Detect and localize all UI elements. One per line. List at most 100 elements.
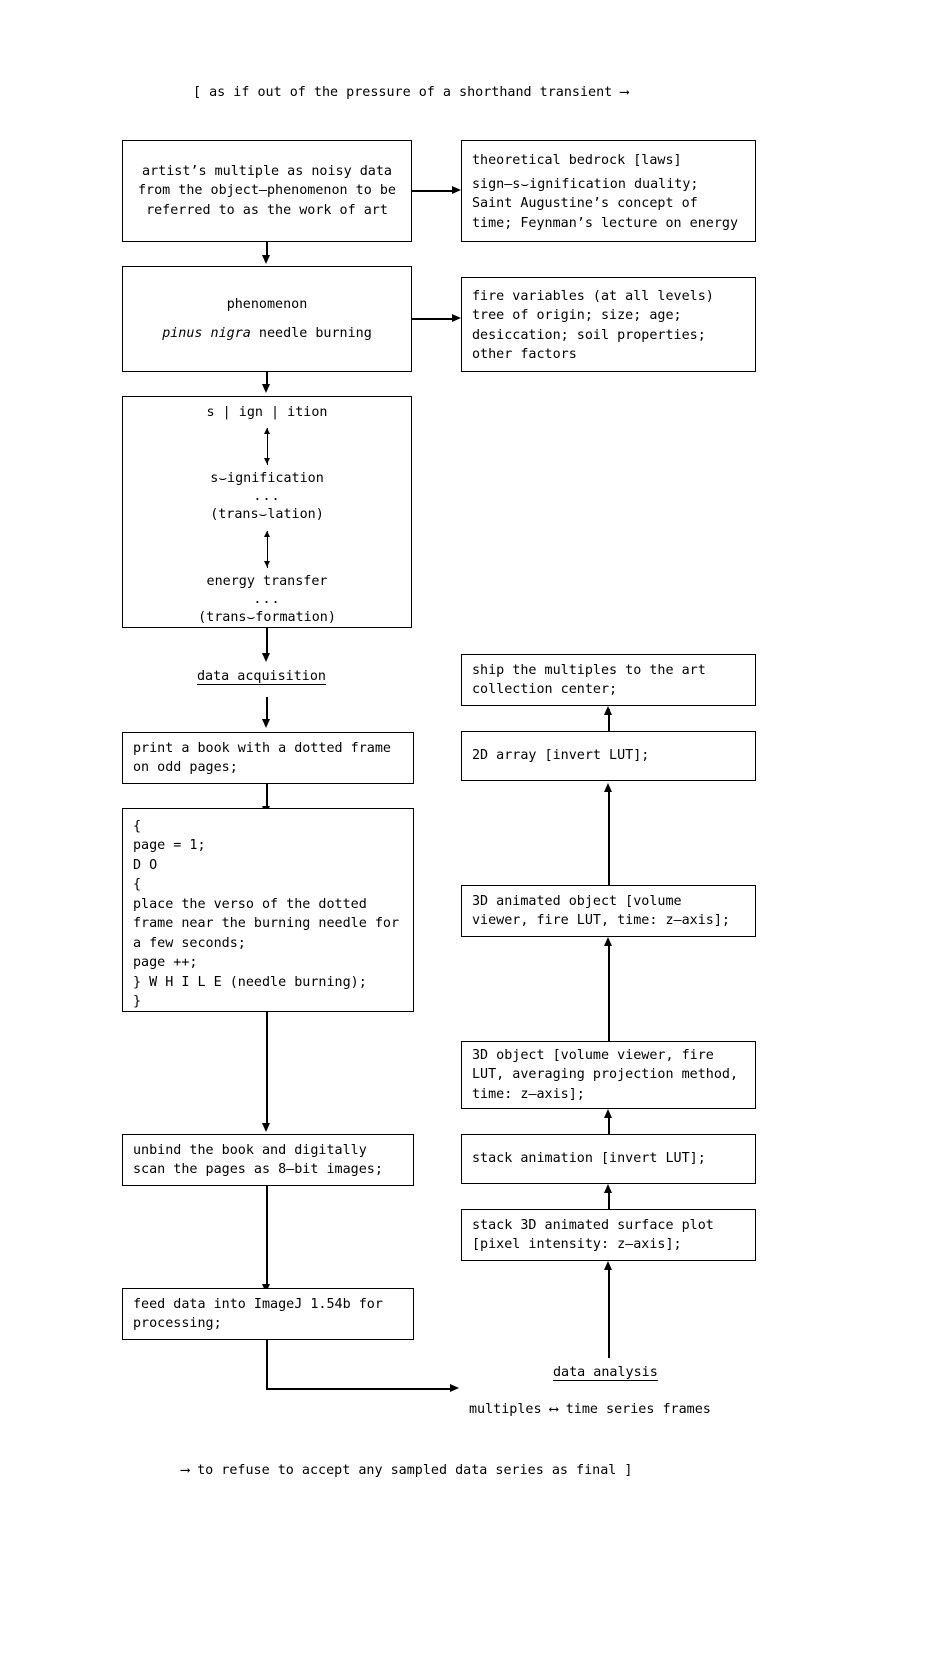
label-multiples-time-series: multiples ⟷ time series frames [469,1402,711,1417]
code-line-8: page ++; [133,955,198,971]
box-3danimated-line-2: viewer, fire LUT, time: z–axis]; [472,913,730,928]
box-phenomenon-title: phenomenon [226,297,308,313]
connector-surfaceplot-to-stackanim [608,1191,610,1209]
arrowhead-surfaceplot-to-stackanim-icon [604,1184,613,1193]
connector-3dobject-to-3danimated [608,945,610,1041]
box-3d-object: 3D object [volume viewer, fire LUT, aver… [461,1041,756,1109]
box-bedrock-title: theoretical bedrock [laws] [472,153,682,168]
double-arrow-1-down-icon [264,458,271,464]
arrowhead-artist-to-phenomenon-icon [262,255,271,264]
connector-code-to-unbind [266,1012,268,1125]
connector-acq-to-print [266,697,268,721]
box-bedrock-line-1: sign–s⌣ignification duality; [472,176,699,192]
connector-imagej-right [266,1388,451,1390]
box-ship-line-2: collection center; [472,682,618,697]
arrowhead-stackanim-to-3dobject-icon [604,1109,613,1118]
box-ship-line-1: ship the multiples to the art [472,662,706,678]
species-rest: needle burning [250,325,372,341]
code-line-10: } [133,993,142,1009]
box-stack-surface-plot: stack 3D animated surface plot [pixel in… [461,1209,756,1261]
box-2darray-line-1: 2D array [invert LUT]; [472,748,650,764]
box-bedrock-line-3: time; Feynman’s lecture on energy [472,215,739,231]
connector-artist-to-phenomenon [266,242,268,257]
box-artist-line-1: artist’s multiple as noisy data [142,163,392,179]
footer-caption: ⟶ to refuse to accept any sampled data s… [181,1463,633,1478]
box-fire-line-3: other factors [472,347,577,363]
box-surfaceplot-line-1: stack 3D animated surface plot [472,1217,714,1233]
box-theoretical-bedrock: theoretical bedrock [laws] sign–s⌣ignifi… [461,140,756,242]
label-data-acquisition: data acquisition [197,669,326,684]
box-ignition: s | ign | ition s⌣ignification ... (tran… [122,396,412,628]
box-3d-animated-object: 3D animated object [volume viewer, fire … [461,885,756,937]
box-unbind-line-1: unbind the book and digitally [133,1142,367,1158]
header-caption: [ as if out of the pressure of a shortha… [193,85,629,100]
code-line-2: page = 1; [133,838,206,854]
double-arrow-2-shaft [267,531,269,568]
box-2d-array: 2D array [invert LUT]; [461,731,756,781]
box-imagej-line-1: feed data into ImageJ 1.54b for [133,1296,383,1312]
arrowhead-3danimated-to-2darray-icon [604,783,613,792]
box-fire-title: fire variables (at all levels) [472,289,714,304]
code-line-9: } W H I L E (needle burning); [133,974,367,990]
arrowhead-2darray-to-ship-icon [604,706,613,715]
connector-imagej-down [266,1340,268,1389]
code-line-7: a few seconds; [133,935,246,951]
ignition-line-1: s | ign | ition [206,405,328,420]
box-imagej: feed data into ImageJ 1.54b for processi… [122,1288,414,1340]
box-3dobject-line-2: LUT, averaging projection method, [472,1067,739,1083]
code-line-5: place the verso of the dotted [133,896,367,912]
box-3dobject-line-1: 3D object [volume viewer, fire [472,1047,714,1063]
box-fire-line-2: desiccation; soil properties; [472,327,706,343]
arrowhead-imagej-to-multiples-icon [450,1383,459,1392]
box-artist-line-2: from the object–phenomenon to be [138,183,396,199]
connector-2darray-to-ship [608,709,610,731]
arrowhead-dataanalysis-to-surfaceplot-icon [604,1261,613,1270]
box-3dobject-line-3: time: z–axis]; [472,1086,585,1102]
box-ship-multiples: ship the multiples to the art collection… [461,654,756,706]
connector-phenomenon-to-fire-variables [412,318,453,320]
species-name: pinus nigra [162,325,251,341]
arrowhead-acq-to-print-icon [262,719,271,728]
ignition-line-4-dots: ... [253,592,281,607]
code-line-4: { [133,877,142,893]
connector-3danimated-to-2darray [608,789,610,885]
connector-ignition-to-data-acquisition [266,628,268,656]
arrowhead-3dobject-to-3danimated-icon [604,937,613,946]
box-print-line-1: print a book with a dotted frame [133,740,391,756]
connector-dataanalysis-to-surfaceplot [608,1268,610,1358]
box-imagej-line-2: processing; [133,1316,222,1331]
box-unbind-book: unbind the book and digitally scan the p… [122,1134,414,1186]
connector-print-to-code [266,784,268,808]
ignition-line-2: s⌣ignification [210,471,324,486]
code-line-1: { [133,819,142,834]
box-artist-multiple: artist’s multiple as noisy data from the… [122,140,412,242]
box-print-line-2: on odd pages; [133,760,238,775]
arrowhead-phenomenon-to-ignition-icon [262,384,271,393]
ignition-line-2-dots: ... [253,489,281,504]
arrowhead-phenomenon-to-fire-icon [452,313,461,322]
arrowhead-code-to-unbind-icon [262,1123,271,1132]
box-unbind-line-2: scan the pages as 8–bit images; [133,1162,383,1177]
double-arrow-1-shaft [267,428,269,465]
connector-unbind-to-imagej [266,1186,268,1286]
box-artist-line-3: referred to as the work of art [146,202,388,218]
box-fire-variables: fire variables (at all levels) tree of o… [461,277,756,372]
ignition-line-5: (trans⌣formation) [198,610,336,625]
double-arrow-2-down-icon [264,561,271,567]
box-fire-line-1: tree of origin; size; age; [472,308,682,324]
box-phenomenon-subject: pinus nigra needle burning [162,324,372,343]
box-surfaceplot-line-2: [pixel intensity: z–axis]; [472,1237,682,1252]
ignition-line-3: (trans⌣lation) [210,507,324,522]
connector-artist-to-bedrock [412,190,453,192]
box-stack-animation: stack animation [invert LUT]; [461,1134,756,1184]
connector-stackanim-to-3dobject [608,1116,610,1134]
connector-phenomenon-to-ignition [266,372,268,386]
code-line-3: D O [133,857,158,873]
box-bedrock-line-2: Saint Augustine’s concept of [472,196,698,212]
code-line-6: frame near the burning needle for [133,916,400,932]
box-3danimated-line-1: 3D animated object [volume [472,893,682,909]
box-phenomenon: phenomenon pinus nigra needle burning [122,266,412,372]
ignition-line-4: energy transfer [206,574,328,589]
label-data-analysis: data analysis [553,1365,658,1380]
